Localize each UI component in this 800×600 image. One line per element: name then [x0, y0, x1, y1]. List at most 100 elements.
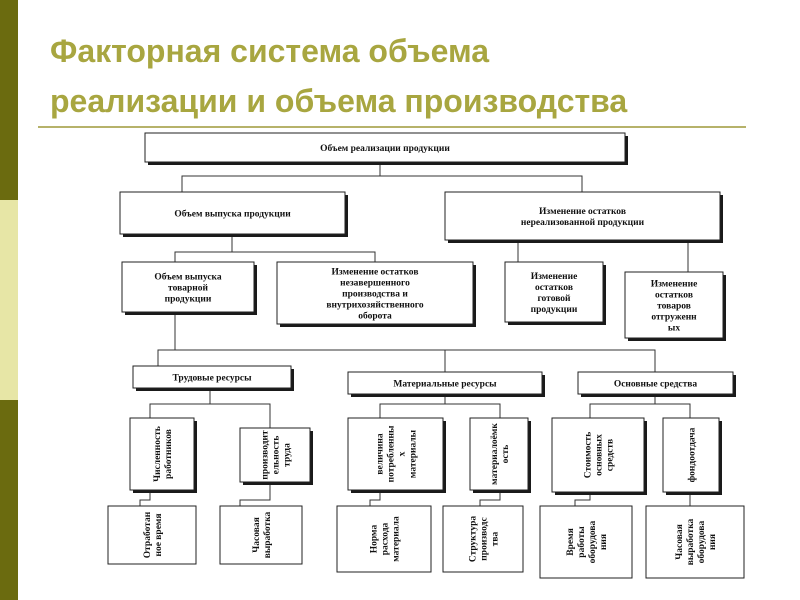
factor-box-label-line: Часовая [252, 517, 262, 552]
connectors [139, 162, 691, 506]
factor-box-label: фондоотдача [687, 427, 698, 482]
factor-box-capital-ret: фондоотдача [662, 417, 722, 495]
factor-box-label-line: х [398, 451, 408, 456]
factor-box-label-line: выработка [262, 511, 273, 558]
factor-box-label-line: ния [708, 534, 718, 550]
factor-box-asset-value: Стоимостьосновныхсредств [551, 417, 647, 495]
factor-box-frame [551, 417, 645, 493]
factor-box-label-line: Объем реализации продукции [320, 143, 450, 154]
factor-box-frame [444, 191, 721, 241]
factor-box-label: Объем реализации продукции [320, 143, 450, 154]
factor-box-label-line: основных [595, 434, 605, 476]
factor-box-frame [121, 261, 255, 313]
factor-box-worked-time: Отработанное время [107, 505, 197, 565]
factor-box-label-line: материалы [409, 429, 419, 478]
connector-value-to-equip-time [574, 492, 591, 506]
left-stripe-dark-top [0, 0, 18, 200]
factor-box-label-line: Объем выпуска продукции [174, 209, 291, 220]
factor-box-fixed: Основные средства [577, 371, 736, 397]
factor-box-mat-norm: Нормарасходаматериала [336, 505, 432, 573]
factor-box-label-line: материалоёмк [490, 423, 500, 485]
factor-box-label: Численностьработников [153, 426, 174, 482]
factor-box-frame [132, 365, 292, 389]
factor-box-label-line: Изменение [531, 272, 578, 282]
factor-box-frame [144, 132, 626, 163]
factor-box-frame [469, 417, 529, 491]
factor-box-frame [219, 505, 303, 565]
factor-box-label-line: Отработан [142, 511, 153, 558]
connector-labor-to-productivity [210, 403, 271, 428]
factor-box-label: Нормарасходаматериала [370, 516, 402, 562]
factor-box-label-line: работы [576, 526, 587, 558]
connector-fixed-to-value [589, 394, 656, 418]
factor-box-label-line: ельность [272, 436, 282, 475]
factor-box-label-line: отгруженн [651, 313, 697, 323]
factor-box-label: Стоимостьосновныхсредств [584, 432, 616, 479]
factor-box-label-line: нереализованной продукции [521, 217, 645, 228]
slide-title: Факторная система объема реализации и об… [50, 26, 770, 126]
factor-box-output: Объем выпуска продукции [119, 191, 348, 237]
factor-box-label-line: товаров [657, 302, 691, 312]
factor-box-label-line: выработка [685, 518, 696, 565]
factor-box-frame [347, 417, 444, 491]
factor-box-label-line: средств [606, 439, 616, 471]
factor-box-label-line: фондоотдача [687, 427, 698, 482]
left-stripe-dark-bottom [0, 400, 18, 600]
factor-box-label-line: ых [668, 324, 680, 334]
factor-box-label-line: оборота [358, 311, 392, 322]
factor-box-label-line: ное время [154, 513, 164, 556]
factor-box-mat-intensity: материалоёмкость [469, 417, 531, 493]
factor-box-label-line: товарной [168, 283, 208, 294]
factor-box-label-line: готовой [537, 293, 571, 304]
factor-box-frame [624, 271, 724, 339]
factor-box-frame [645, 505, 745, 579]
factor-box-label-line: потребленны [386, 425, 397, 482]
factor-box-equip-output: Часоваявыработкаоборудования [645, 505, 745, 579]
factor-box-label-line: работников [163, 429, 174, 479]
factor-box-label: Часоваявыработкаоборудования [675, 518, 718, 565]
factor-box-material: Материальные ресурсы [347, 371, 545, 397]
factor-box-frame [129, 417, 195, 491]
factor-box-equip-time: Времяработыоборудования [539, 505, 633, 579]
factor-box-frame [347, 371, 543, 395]
factor-box-label-line: ость [501, 445, 511, 464]
factor-box-headcount: Численностьработников [129, 417, 197, 493]
factor-box-label: Основные средства [614, 380, 698, 390]
connector-labor-children [149, 388, 211, 418]
factor-box-frame [336, 505, 432, 573]
factor-box-label: производительностьтруда [261, 430, 293, 480]
factor-box-hourly-output: Часоваявыработка [219, 505, 303, 565]
factor-box-label-line: остатков [535, 283, 573, 293]
factor-box-label-line: труда [283, 443, 293, 467]
connector-productivity-to-hourly [239, 482, 271, 506]
factor-box-label: Объем выпуска продукции [174, 209, 291, 220]
factor-box-label: Трудовые ресурсы [172, 374, 252, 384]
factor-box-frame [276, 261, 474, 325]
factor-box-label-line: оборудова [696, 520, 707, 563]
connector-marketable-to-material [175, 349, 510, 372]
factor-box-label-line: производства и [342, 290, 408, 300]
factor-box-label-line: величина [376, 433, 386, 474]
factor-box-label-line: Численность [153, 426, 163, 482]
factor-box-label-line: продукции [531, 305, 578, 315]
factor-box-frame [119, 191, 346, 235]
factor-box-frame [577, 371, 734, 395]
factor-box-label: Часоваявыработка [252, 511, 273, 558]
connector-intensity-to-struct [479, 490, 501, 506]
factor-box-label-line: производс [480, 517, 490, 560]
factor-box-label-line: Структура [469, 516, 479, 562]
factor-box-label: Структурапроизводства [469, 516, 501, 562]
factor-box-label: величинапотребленныхматериалы [376, 425, 419, 482]
factor-box-frame [662, 417, 720, 493]
factor-box-label: Отработанное время [142, 511, 164, 558]
connector-fixed-to-return [655, 403, 691, 418]
connector-root-to-stock-change [380, 175, 583, 192]
factor-box-label-line: Часовая [675, 524, 685, 559]
connector-to-fixed [510, 349, 656, 372]
connector-material-to-qty [379, 394, 446, 418]
